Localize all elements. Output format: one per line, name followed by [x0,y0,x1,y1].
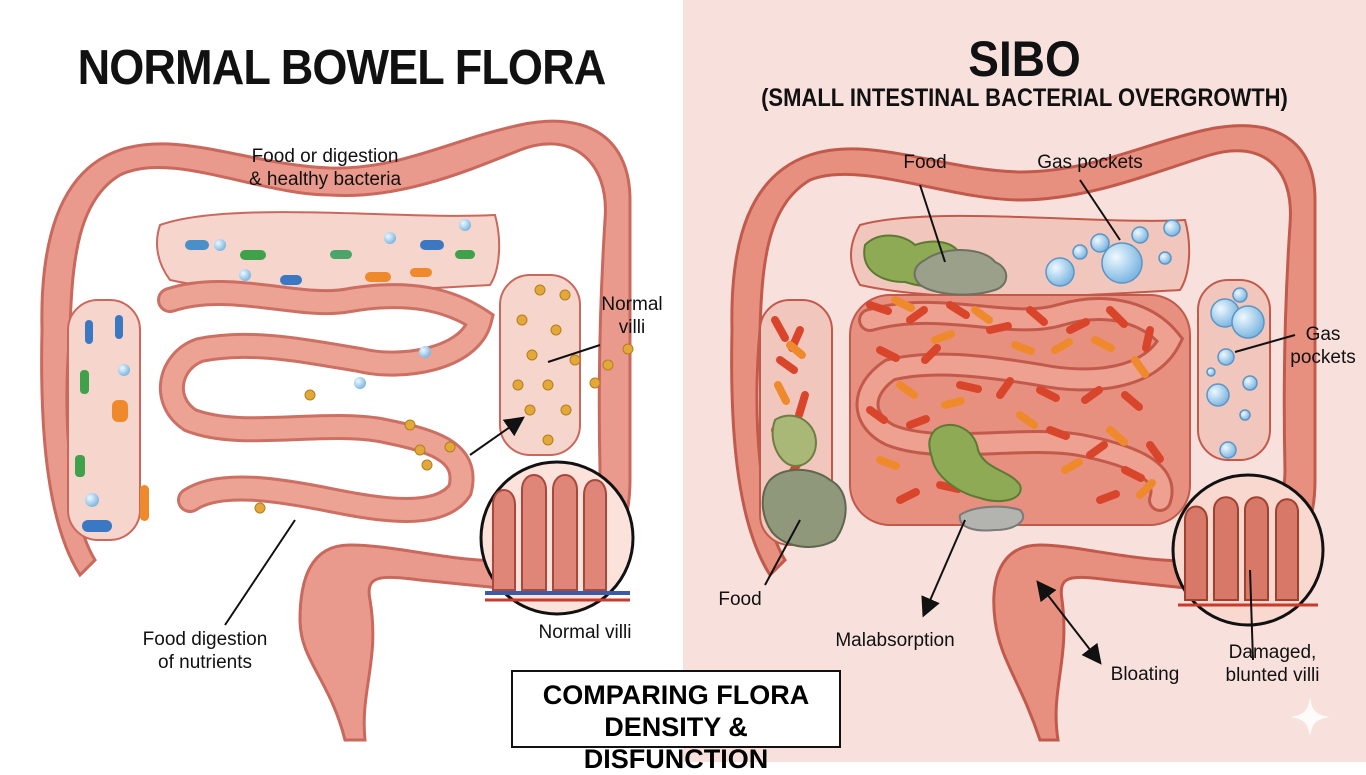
normal-flora-title: NORMAL BOWEL FLORA [77,41,607,95]
label-food-healthy-bacteria-line1: Food or digestion [251,146,399,167]
sparkle-icon [1290,697,1330,737]
leader-lines [224,179,1296,665]
nutrient-dots [254,284,634,514]
label-gas-pockets-right: Gas pockets [1283,323,1363,369]
sibo-title: SIBO [968,31,1081,87]
label-food-bottom: Food [718,589,762,610]
label-food-digestion-line1: Food digestion [142,629,268,650]
label-food-top: Food [903,152,947,173]
label-damaged-villi-line2: blunted villi [1225,665,1320,686]
label-food-healthy-bacteria-line2: & healthy bacteria [248,169,402,190]
label-bloating: Bloating [1110,664,1180,685]
sibo-colon [730,124,1317,742]
damaged-villi-inset [1171,473,1325,627]
label-food-healthy-bacteria: Food or digestion & healthy bacteria [220,145,430,191]
caption-line2: DENSITY & DISFUNCTION [583,712,769,774]
label-normal-villi: Normal villi [592,293,672,339]
normal-villi-inset [479,460,635,616]
overgrowth-bacteria [771,296,1164,504]
label-food-digestion-line2: of nutrients [158,652,252,673]
label-gas-pockets-top: Gas pockets [1037,152,1143,173]
normal-colon [40,119,632,742]
comparison-caption-box: COMPARING FLORA DENSITY & DISFUNCTION [511,670,841,774]
healthy-bacteria [75,219,475,532]
caption-line1: COMPARING FLORA [542,680,810,710]
label-gas-pockets-right-line2: pockets [1290,347,1356,368]
sibo-intestine [730,124,1317,742]
label-food-digestion: Food digestion of nutrients [125,628,285,674]
label-normal-villi-line1: Normal [601,294,663,315]
gas-bubbles [1045,219,1265,459]
label-damaged-villi: Damaged, blunted villi [1210,641,1335,687]
label-gas-pockets-right-line1: Gas [1305,324,1341,345]
normal-intestine [40,119,634,742]
undigested-food [761,234,1025,548]
label-damaged-villi-line1: Damaged, [1228,642,1317,663]
label-normal-villi-inset: Normal villi [538,622,632,643]
label-normal-villi-line2: villi [618,317,646,338]
sibo-subtitle: (SMALL INTESTINAL BACTERIAL OVERGROWTH) [761,84,1288,112]
label-malabsorption: Malabsorption [835,630,955,651]
